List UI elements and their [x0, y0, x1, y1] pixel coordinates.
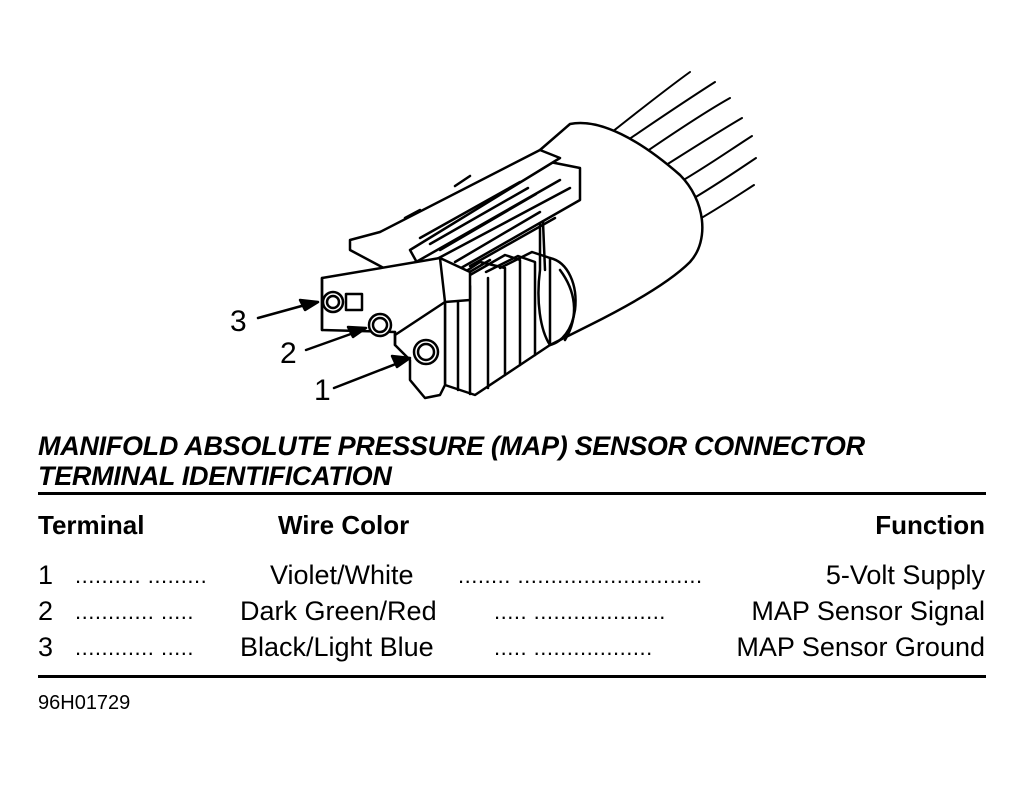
row-3-terminal: 3 — [38, 632, 54, 662]
top-rule — [38, 492, 986, 495]
row-2-terminal: 2 — [38, 596, 54, 626]
header-wire-color: Wire Color — [278, 510, 410, 540]
row-2-leader-a: ............ ..... — [75, 599, 195, 624]
row-1-function: 5-Volt Supply — [825, 560, 985, 590]
row-3-wire-color: Black/Light Blue — [240, 632, 434, 662]
row-2-leader-b: ..... .................... — [494, 599, 666, 624]
row-3-leader-b: ..... .................. — [494, 635, 653, 660]
row-1-terminal: 1 — [38, 560, 54, 590]
callout-terminal-2: 2 — [280, 337, 297, 370]
row-1-wire-color: Violet/White — [270, 560, 414, 590]
row-3-leader-a: ............ ..... — [75, 635, 195, 660]
locking-tab — [348, 148, 582, 282]
callout-arrows — [256, 298, 412, 390]
title-line-1: MANIFOLD ABSOLUTE PRESSURE (MAP) SENSOR … — [38, 431, 865, 461]
header-terminal: Terminal — [38, 510, 145, 540]
row-1-leader-a: .......... ......... — [75, 563, 208, 588]
row-2-function: MAP Sensor Signal — [751, 596, 985, 626]
connector-face — [320, 256, 472, 400]
callout-terminal-1: 1 — [314, 374, 331, 407]
figure-id: 96H01729 — [38, 692, 131, 714]
row-2-wire-color: Dark Green/Red — [240, 596, 437, 626]
terminal-key-slot — [344, 292, 364, 312]
bottom-rule — [38, 675, 986, 678]
title-line-2: TERMINAL IDENTIFICATION — [38, 461, 392, 491]
row-1-leader-b: ........ ............................ — [458, 563, 703, 588]
connector-shell — [537, 121, 704, 347]
header-function: Function — [875, 510, 985, 540]
map-sensor-connector-illustration — [256, 71, 757, 400]
arrow-terminal-1 — [332, 358, 408, 390]
row-3-function: MAP Sensor Ground — [736, 632, 985, 662]
callout-terminal-3: 3 — [230, 305, 247, 338]
